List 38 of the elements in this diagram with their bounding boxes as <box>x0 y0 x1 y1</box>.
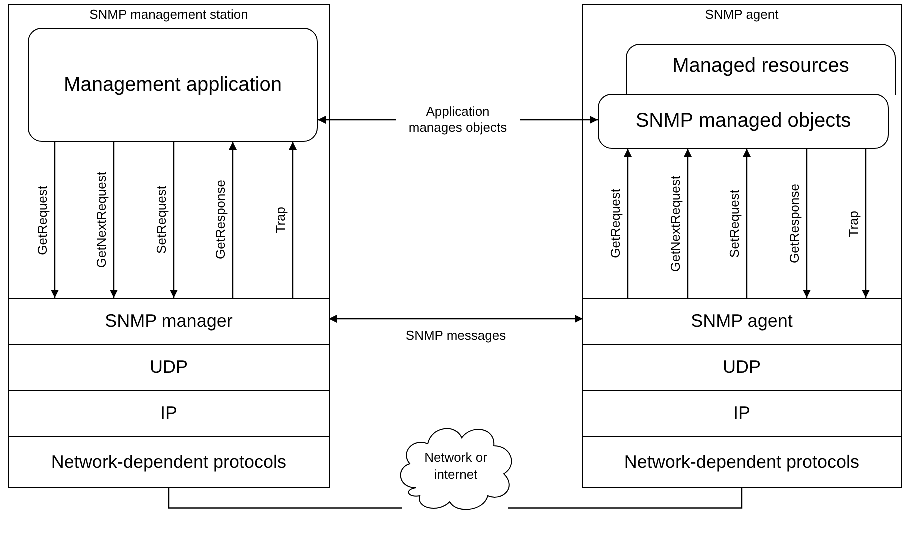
arrow <box>803 149 811 298</box>
resource-box: Managed resources <box>626 44 896 95</box>
arrow <box>51 142 59 298</box>
stack-panel <box>8 4 330 488</box>
layer-box: UDP <box>9 344 329 390</box>
arrow <box>170 142 178 298</box>
panel-title: SNMP management station <box>88 7 250 22</box>
edge-label: Trap <box>846 210 862 237</box>
connector-line <box>508 487 743 509</box>
arrow <box>318 116 598 124</box>
edge-label: GetRequest <box>608 189 624 258</box>
panel-title: SNMP agent <box>704 7 780 22</box>
layer-box: Network-dependent protocols <box>9 436 329 487</box>
edge-label: SetRequest <box>727 190 743 258</box>
edge-label: GetNextRequest <box>94 172 110 268</box>
edge-label: GetNextRequest <box>668 176 684 272</box>
arrow <box>329 315 583 323</box>
edge-label: Trap <box>273 207 289 234</box>
arrow <box>862 149 870 298</box>
edge-label: GetResponse <box>213 180 229 260</box>
layer-box: SNMP manager <box>9 298 329 344</box>
edge-label: GetRequest <box>35 186 51 255</box>
object-box: SNMP managed objects <box>598 94 889 149</box>
arrow <box>229 142 237 298</box>
arrow <box>110 142 118 298</box>
edge-label: GetResponse <box>787 184 803 263</box>
layer-box: IP <box>9 390 329 436</box>
layer-box: UDP <box>583 344 901 390</box>
layer-box: IP <box>583 390 901 436</box>
application-box: Management application <box>28 28 318 142</box>
arrow <box>743 149 751 298</box>
layer-box: SNMP agent <box>583 298 901 344</box>
arrow <box>624 149 632 298</box>
edge-label: SetRequest <box>154 186 170 254</box>
arrow <box>289 142 297 298</box>
layer-box: Network-dependent protocols <box>583 436 901 487</box>
connector-line <box>168 487 402 509</box>
arrow <box>684 149 692 298</box>
